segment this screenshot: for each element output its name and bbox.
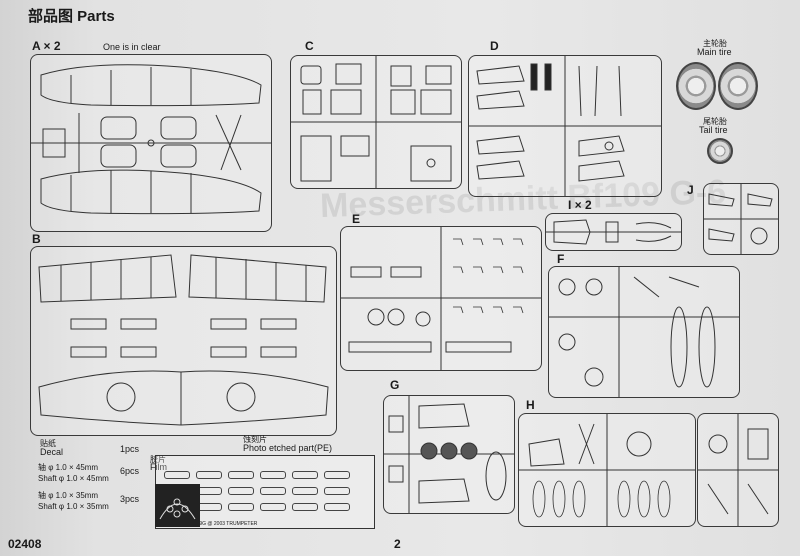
tail-tire-label: Tail tire bbox=[699, 125, 728, 135]
shaft-45-label: Shaft φ 1.0 × 45mm bbox=[38, 474, 109, 483]
sprue-a-drawing bbox=[31, 64, 271, 215]
pe-row bbox=[164, 498, 366, 511]
sprue-f-drawing bbox=[549, 267, 739, 397]
sprue-i bbox=[545, 213, 682, 251]
kit-number: 02408 bbox=[8, 537, 42, 551]
sprue-a-label: A × 2 bbox=[32, 39, 61, 53]
pe-label-cn: 蚀刻片 bbox=[243, 435, 267, 444]
sprue-h bbox=[518, 413, 696, 527]
decal-qty: 1pcs bbox=[120, 444, 140, 454]
sprue-h-extension-drawing bbox=[698, 414, 778, 526]
sprue-b-label: B bbox=[32, 232, 41, 246]
tail-tire-label-cn: 尾轮胎 bbox=[703, 117, 727, 126]
sprue-b bbox=[30, 246, 337, 436]
main-tire-left bbox=[676, 62, 716, 110]
shaft-35-label: Shaft φ 1.0 × 35mm bbox=[38, 502, 109, 511]
page-title: 部品图 Parts bbox=[28, 8, 115, 25]
page-number: 2 bbox=[394, 537, 401, 551]
sprue-e-label: E bbox=[352, 212, 361, 226]
shaft-35-qty: 3pcs bbox=[120, 494, 140, 504]
pe-row bbox=[164, 466, 366, 479]
sprue-d bbox=[468, 55, 662, 197]
main-tire-right bbox=[718, 62, 758, 110]
sprue-f bbox=[548, 266, 740, 398]
decal-label-cn: 贴纸 bbox=[40, 439, 56, 448]
sprue-e-drawing bbox=[341, 227, 541, 370]
sprue-a-note: One is in clear bbox=[103, 42, 161, 52]
film-sheet bbox=[155, 484, 200, 527]
sprue-h-extension bbox=[697, 413, 779, 527]
sprue-d-label: D bbox=[490, 39, 499, 53]
sprue-g-label: G bbox=[390, 378, 400, 392]
shaft-45-qty: 6pcs bbox=[120, 466, 140, 476]
sprue-h-label: H bbox=[526, 398, 535, 412]
tail-tire bbox=[707, 138, 733, 164]
pe-label: Photo etched part(PE) bbox=[243, 443, 333, 453]
sprue-i-drawing bbox=[546, 219, 681, 245]
sprue-h-drawing bbox=[519, 414, 695, 526]
sprue-f-label: F bbox=[557, 252, 565, 266]
shaft-45-label-cn: 轴 φ 1.0 × 45mm bbox=[38, 463, 99, 472]
sprue-g bbox=[383, 395, 515, 514]
film-label-cn: 胶片 bbox=[150, 455, 166, 464]
decal-label: Decal bbox=[40, 447, 64, 457]
shaft-35-label-cn: 轴 φ 1.0 × 35mm bbox=[38, 491, 99, 500]
sprue-j bbox=[703, 183, 779, 255]
instrument-panel-icon bbox=[159, 498, 196, 520]
sprue-i-label: I × 2 bbox=[568, 198, 592, 212]
sprue-e bbox=[340, 226, 542, 371]
sprue-c-label: C bbox=[305, 39, 314, 53]
sprue-c bbox=[290, 55, 462, 189]
sprue-d-drawing bbox=[469, 56, 661, 196]
film-label: Film bbox=[150, 462, 167, 472]
sprue-c-drawing bbox=[291, 56, 461, 188]
sprue-j-label: J bbox=[687, 183, 694, 197]
sprue-a bbox=[30, 54, 272, 232]
main-tire-label-cn: 主轮胎 bbox=[703, 39, 727, 48]
pe-caption: 02408 1/24 BF109G @ 2003 TRUMPETER bbox=[161, 521, 258, 527]
sprue-g-drawing bbox=[384, 396, 514, 513]
main-tire-label: Main tire bbox=[697, 47, 732, 57]
sprue-j-drawing bbox=[704, 184, 778, 254]
sprue-b-drawing bbox=[38, 254, 329, 426]
